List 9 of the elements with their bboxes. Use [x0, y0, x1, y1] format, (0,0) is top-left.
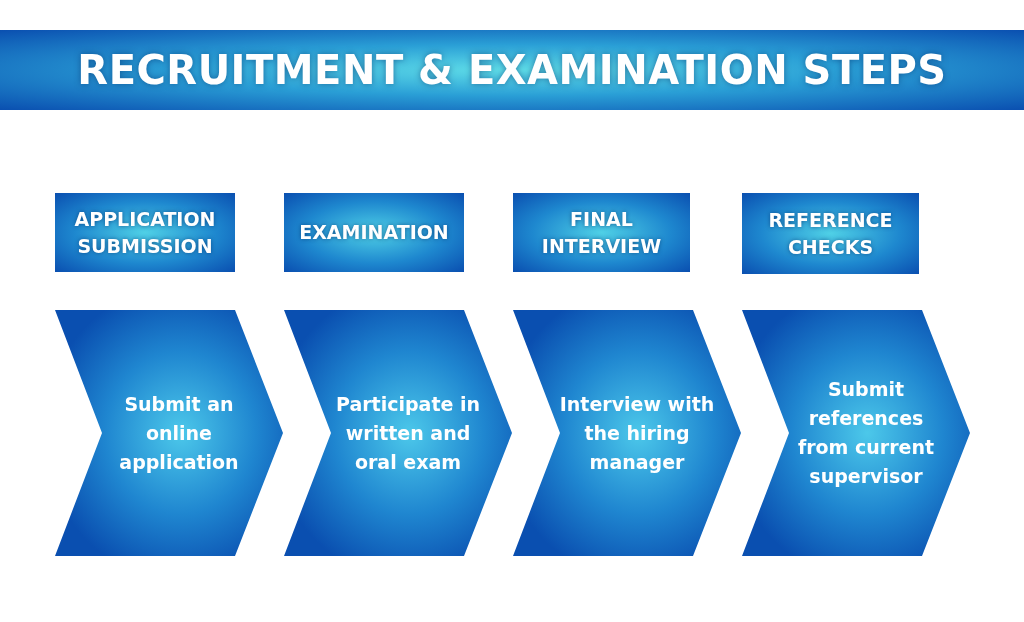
step-description: Interview with the hiring manager	[558, 391, 716, 475]
step-description: Participate in written and oral exam	[335, 391, 481, 475]
title-banner: RECRUITMENT & EXAMINATION STEPS	[0, 30, 1024, 110]
step-heading: APPLICATION SUBMISSION	[55, 193, 235, 272]
step-heading: FINAL INTERVIEW	[513, 193, 690, 272]
step-heading: REFERENCE CHECKS	[742, 193, 919, 274]
step-heading: EXAMINATION	[284, 193, 464, 272]
step-description: Submit references from current supervisor	[796, 377, 936, 489]
step-description: Submit an online application	[118, 391, 240, 475]
